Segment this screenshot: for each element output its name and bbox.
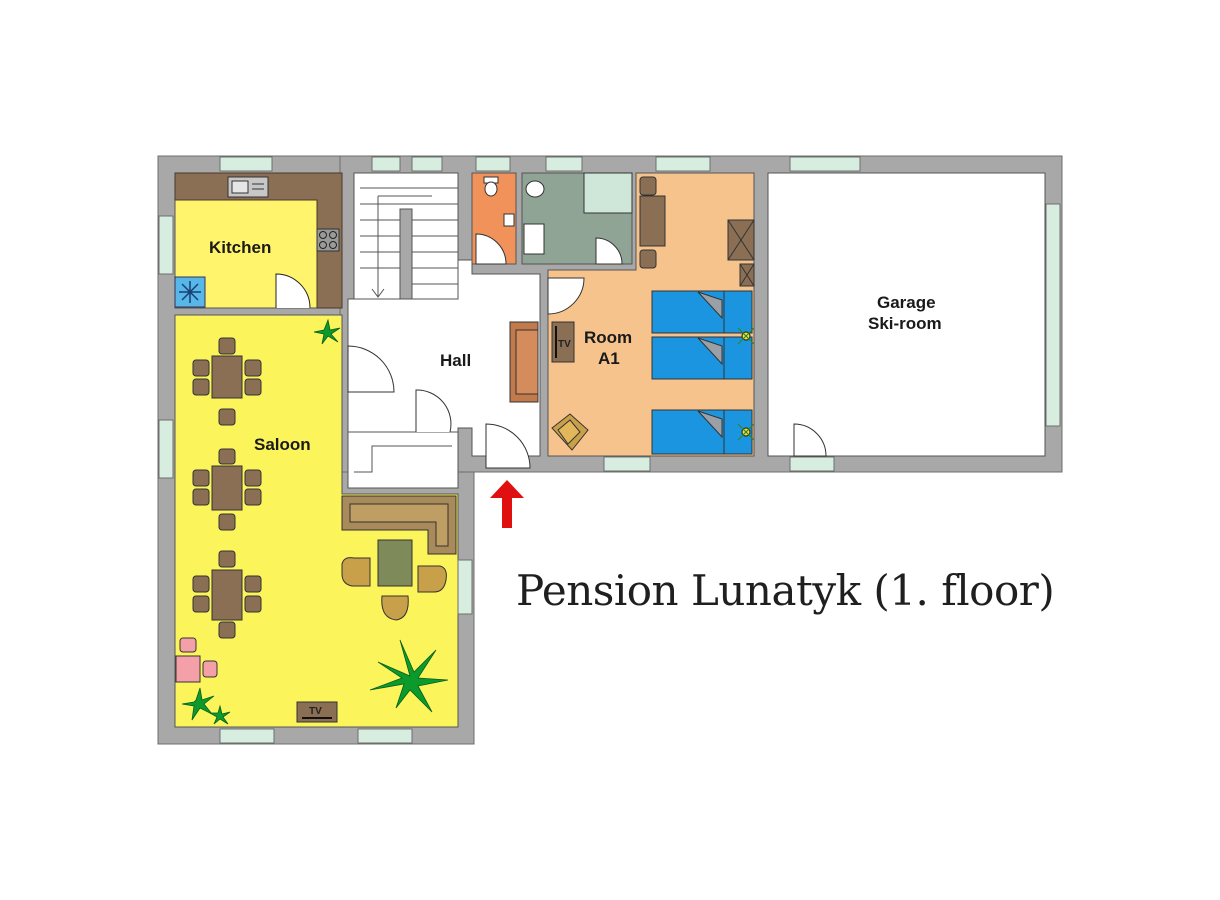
tv-icon: TV bbox=[551, 321, 575, 363]
room-a1-label-line1: Room bbox=[584, 328, 632, 347]
stove-icon bbox=[316, 228, 340, 252]
kitchen-door bbox=[275, 272, 311, 309]
hall-sofa bbox=[509, 321, 539, 403]
lamp-icon bbox=[737, 423, 755, 441]
closet bbox=[347, 431, 459, 489]
entrance-arrow-icon bbox=[490, 480, 524, 528]
plant-icon bbox=[208, 704, 231, 725]
saloon-tv-label: TV bbox=[309, 706, 322, 717]
garage-label-line1: Garage bbox=[877, 293, 936, 312]
closet-door bbox=[415, 389, 452, 433]
windows bbox=[158, 156, 1061, 744]
plant-icon bbox=[313, 318, 341, 345]
coffee-table bbox=[377, 539, 413, 587]
lamp-icon bbox=[737, 327, 755, 345]
kitchen-label: Kitchen bbox=[209, 238, 271, 257]
sink-icon bbox=[227, 176, 269, 198]
bathroom-fixtures bbox=[523, 180, 545, 255]
bed bbox=[651, 336, 753, 380]
bed bbox=[651, 290, 753, 334]
room-a1-floor bbox=[547, 172, 755, 457]
snowflake-icon bbox=[174, 276, 206, 308]
saloon-label: Saloon bbox=[254, 435, 311, 454]
plant-icon bbox=[181, 687, 215, 721]
room-tv-label: TV bbox=[558, 339, 571, 350]
saloon-door bbox=[347, 345, 395, 393]
bed bbox=[651, 409, 753, 455]
armchair bbox=[551, 413, 589, 451]
dining-set bbox=[192, 337, 262, 426]
dining-set bbox=[192, 550, 262, 639]
kids-table bbox=[175, 637, 218, 683]
shower bbox=[583, 172, 633, 214]
plant-icon bbox=[369, 639, 449, 713]
wardrobe bbox=[727, 219, 755, 287]
bathroom-door bbox=[595, 237, 623, 265]
lounge-armchairs bbox=[341, 557, 447, 621]
plan-title: Pension Lunatyk (1. floor) bbox=[516, 566, 1055, 615]
room-a1-door bbox=[547, 277, 585, 315]
corner-sofa bbox=[341, 495, 457, 555]
saloon-floor bbox=[174, 314, 459, 728]
kitchen-counter bbox=[174, 172, 343, 309]
tv-icon: TV bbox=[296, 701, 338, 723]
hall-label: Hall bbox=[440, 351, 471, 370]
wc-door bbox=[475, 233, 507, 265]
garage-floor bbox=[767, 172, 1046, 457]
entrance-door bbox=[485, 423, 531, 469]
toilet-icon bbox=[483, 176, 515, 227]
room-a1-label-line2: A1 bbox=[598, 349, 620, 368]
garage-door bbox=[793, 423, 827, 457]
garage-label-line2: Ski-room bbox=[868, 314, 942, 333]
dining-set bbox=[192, 448, 262, 531]
room-desk bbox=[639, 176, 666, 269]
